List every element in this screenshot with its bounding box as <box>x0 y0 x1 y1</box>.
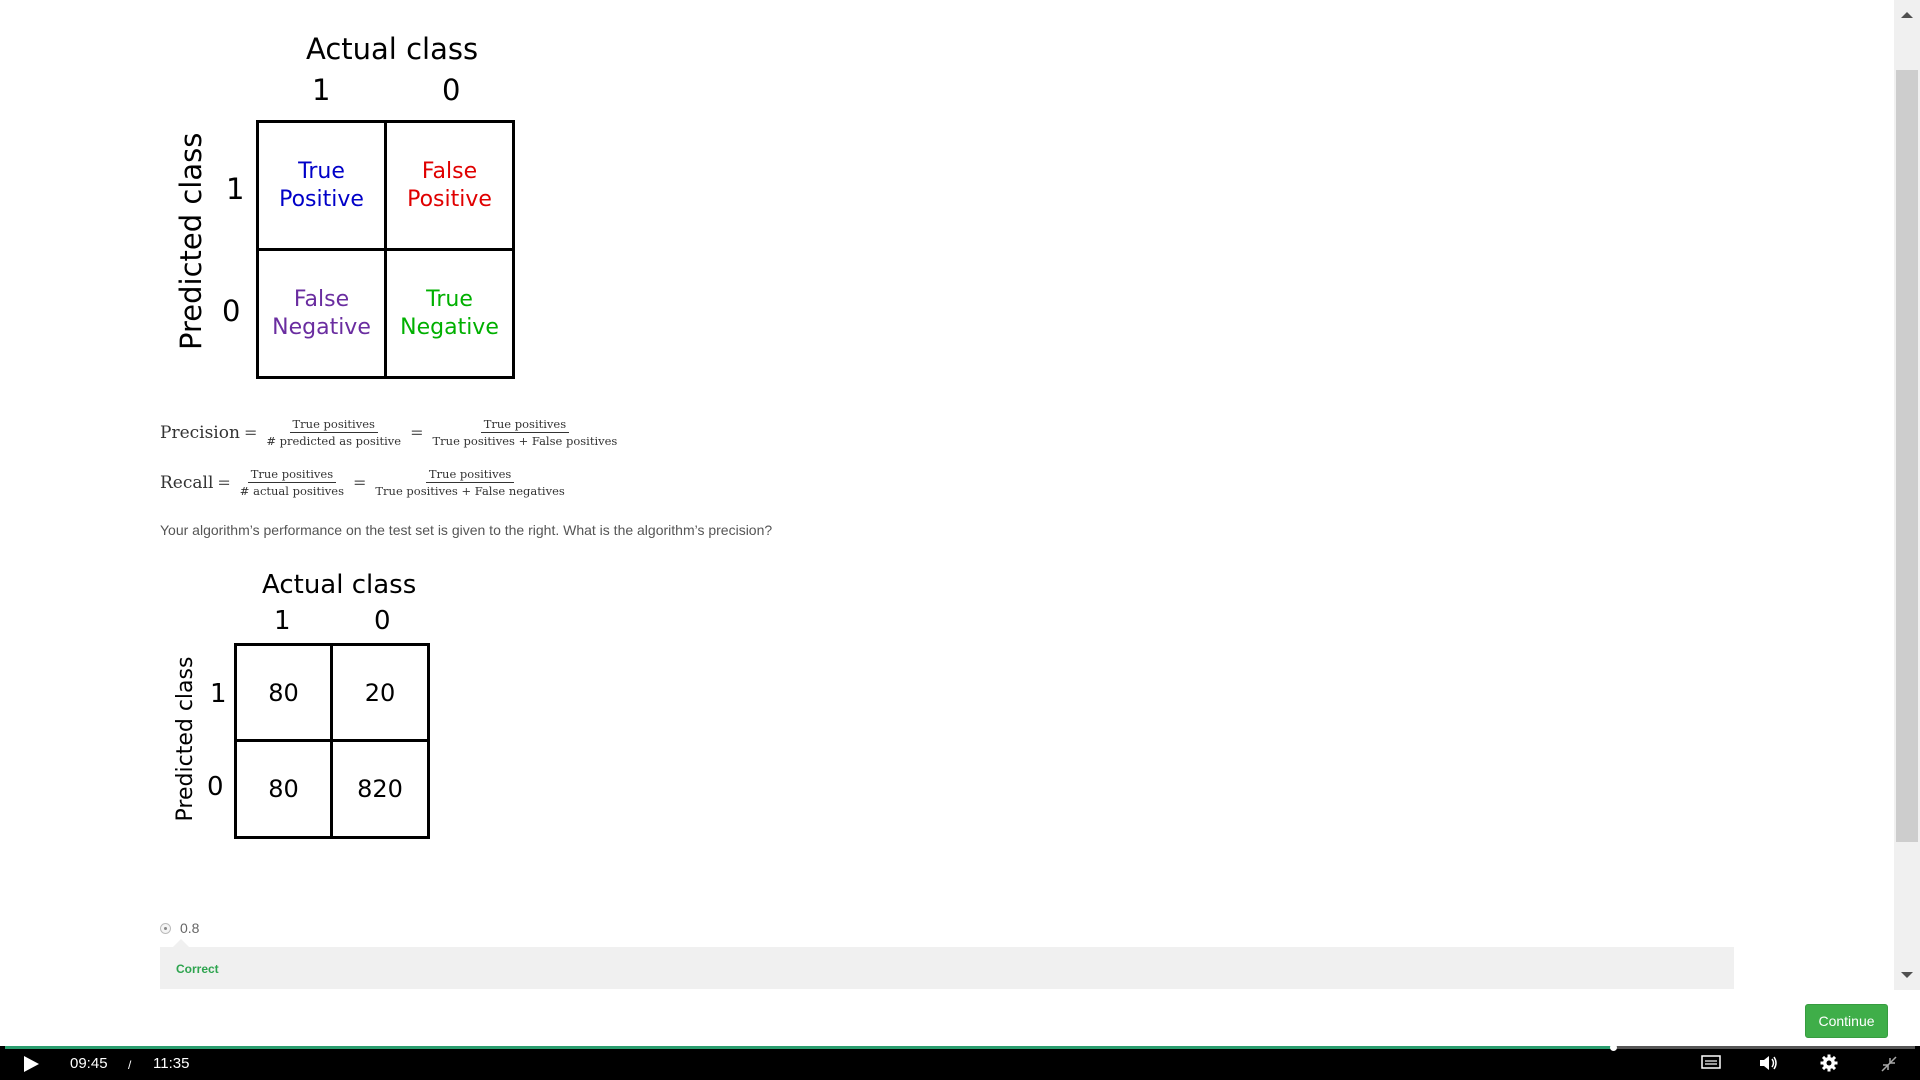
settings-gear-icon[interactable] <box>1820 1054 1838 1072</box>
recall-fraction-2: True positives True positives + False ne… <box>372 468 567 497</box>
precision-label: Precision <box>160 422 240 443</box>
matrix2-cell-tn-value: 820 <box>357 775 403 803</box>
matrix2-row-label-1: 1 <box>210 679 227 709</box>
progress-knob[interactable] <box>1610 1044 1617 1051</box>
recall-frac1-denominator: # actual positives <box>239 484 344 499</box>
matrix2-row-label-0: 0 <box>207 772 224 802</box>
matrix1-cell-fp: False Positive <box>384 120 515 251</box>
video-control-bar <box>0 1046 1920 1080</box>
matrix2-cell-tp-value: 80 <box>268 678 299 707</box>
matrix2-row-axis-label: Predicted class <box>173 656 198 822</box>
matrix2-cell-fp: 20 <box>330 643 430 742</box>
recall-frac2-denominator: True positives + False negatives <box>375 484 565 499</box>
current-time: 09:45 <box>70 1055 108 1072</box>
matrix1-title: Actual class <box>306 32 479 66</box>
volume-icon[interactable] <box>1759 1054 1779 1072</box>
recall-equals-2: = <box>352 473 367 493</box>
continue-button[interactable]: Continue <box>1805 1004 1888 1038</box>
matrix2-cell-fn: 80 <box>234 739 333 839</box>
precision-formula: Precision = True positives # predicted a… <box>160 418 622 447</box>
precision-equals-2: = <box>410 423 424 443</box>
precision-frac2-numerator: True positives <box>480 418 570 434</box>
answer-option-text[interactable]: 0.8 <box>180 920 200 936</box>
precision-frac2-denominator: True positives + False positives <box>432 434 618 449</box>
precision-fraction-1: True positives # predicted as positive <box>263 418 404 447</box>
matrix1-cell-fn: False Negative <box>256 248 387 379</box>
feedback-correct-text: Correct <box>176 962 219 976</box>
matrix1-row-label-0: 0 <box>222 294 241 328</box>
recall-formula: Recall = True positives # actual positiv… <box>160 468 570 497</box>
matrix1-cell-tp: True Positive <box>256 120 387 251</box>
time-separator: / <box>128 1058 132 1072</box>
matrix1-col-label-0: 0 <box>442 73 461 107</box>
precision-equals-1: = <box>243 423 258 443</box>
recall-frac2-numerator: True positives <box>425 468 515 484</box>
recall-equals-1: = <box>217 473 231 493</box>
matrix2-cell-fn-value: 80 <box>268 775 299 803</box>
scrollbar-thumb[interactable] <box>1896 70 1918 842</box>
matrix1-row-label-1: 1 <box>226 172 245 206</box>
precision-frac1-denominator: # predicted as positive <box>266 434 402 449</box>
feedback-arrow <box>173 939 189 947</box>
matrix1-cell-fp-text: False Positive <box>407 159 492 212</box>
question-text: Your algorithm’s performance on the test… <box>160 522 773 538</box>
matrix1-cell-fn-text: False Negative <box>272 287 371 340</box>
quiz-content: Actual class 1 0 Predicted class 1 0 Tru… <box>160 32 1888 1038</box>
recall-fraction-1: True positives # actual positives <box>237 468 347 497</box>
feedback-box <box>160 947 1734 989</box>
captions-icon[interactable] <box>1701 1055 1721 1071</box>
play-icon[interactable] <box>22 1055 40 1073</box>
matrix2-cell-tn: 820 <box>330 739 430 839</box>
recall-frac1-numerator: True positives <box>247 468 337 484</box>
duration-time: 11:35 <box>153 1055 190 1072</box>
progress-fill <box>5 1046 1613 1049</box>
matrix1-row-axis-label: Predicted class <box>174 132 208 350</box>
exit-fullscreen-icon[interactable] <box>1880 1055 1898 1073</box>
precision-frac1-numerator: True positives <box>289 418 378 434</box>
matrix1-cell-tp-text: True Positive <box>279 159 364 212</box>
scroll-up-arrow-icon[interactable] <box>1901 12 1913 18</box>
matrix1-cell-tn: True Negative <box>384 248 515 379</box>
precision-fraction-2: True positives True positives + False po… <box>430 418 621 447</box>
matrix2-title: Actual class <box>262 570 417 600</box>
matrix2-cell-tp: 80 <box>234 643 333 742</box>
scroll-down-arrow-icon[interactable] <box>1901 972 1913 978</box>
matrix1-col-label-1: 1 <box>312 73 331 107</box>
matrix2-col-label-0: 0 <box>374 606 391 636</box>
answer-radio[interactable] <box>160 923 171 934</box>
recall-label: Recall <box>160 472 214 493</box>
matrix2-cell-fp-value: 20 <box>364 678 396 707</box>
matrix2-col-label-1: 1 <box>274 606 291 636</box>
matrix1-cell-tn-text: True Negative <box>400 287 499 340</box>
